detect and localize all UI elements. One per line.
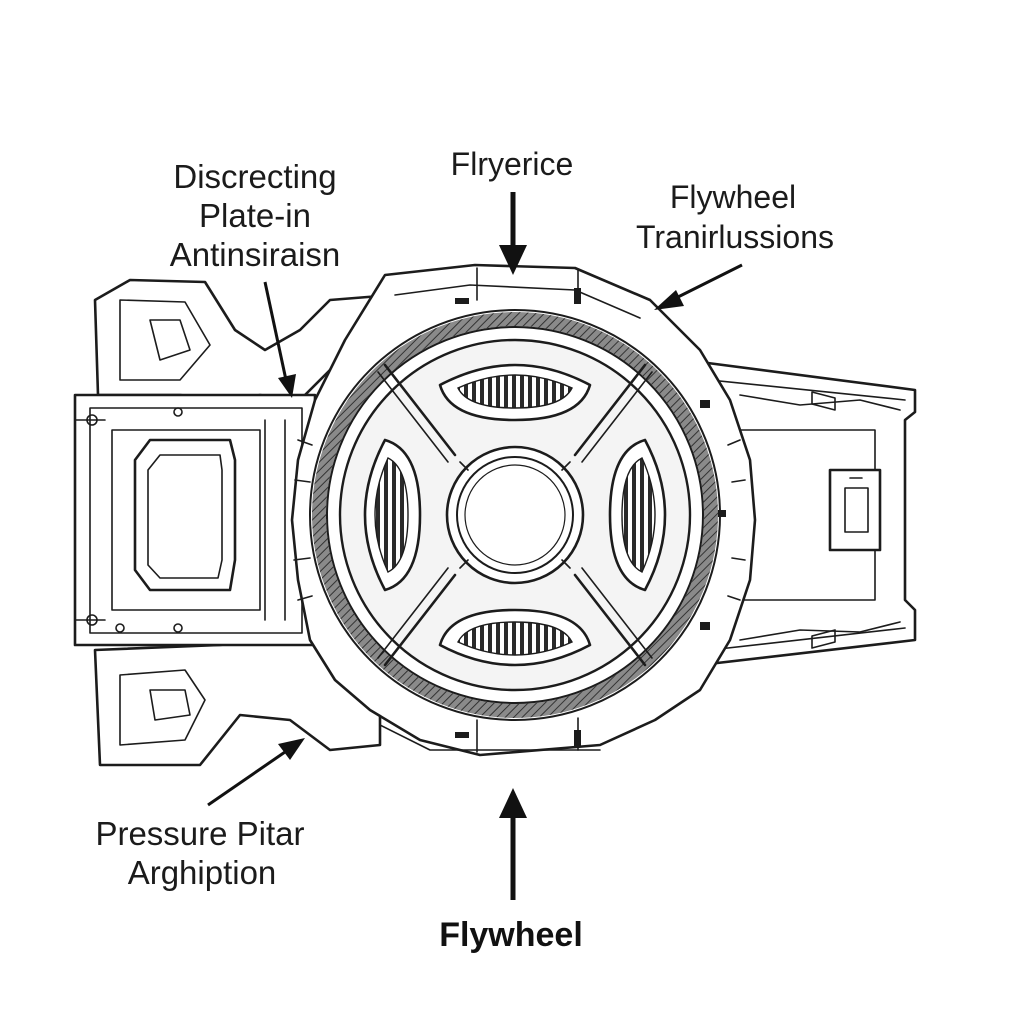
label-bottom-left-line2: Arghiption: [128, 854, 277, 891]
arrow-top-center: [499, 192, 527, 275]
label-top-left-line3: Antinsiraisn: [170, 236, 341, 273]
disc-plate: [338, 338, 692, 692]
arrow-top-right: [654, 263, 743, 310]
label-top-left-line1: Discrecting: [173, 158, 336, 195]
label-top-right: Flywheel Tranirlussions: [636, 179, 834, 255]
label-top-right-line1: Flywheel: [670, 179, 796, 215]
label-bottom-left-line1: Pressure Pitar: [95, 815, 304, 852]
label-bottom-left: Pressure Pitar Arghiption: [95, 815, 304, 891]
label-top-right-line2: Tranirlussions: [636, 219, 834, 255]
label-bottom-center: Flywheel: [439, 916, 583, 954]
label-top-center: Flryerice: [451, 146, 574, 182]
right-shaft-housing: [698, 360, 917, 667]
label-top-left-line2: Plate-in: [199, 197, 311, 234]
arrow-bottom-center: [499, 788, 527, 900]
arrow-bottom-left: [207, 738, 305, 807]
label-top-left: Discrecting Plate-in Antinsiraisn: [170, 158, 341, 273]
arrow-top-left: [263, 281, 296, 398]
